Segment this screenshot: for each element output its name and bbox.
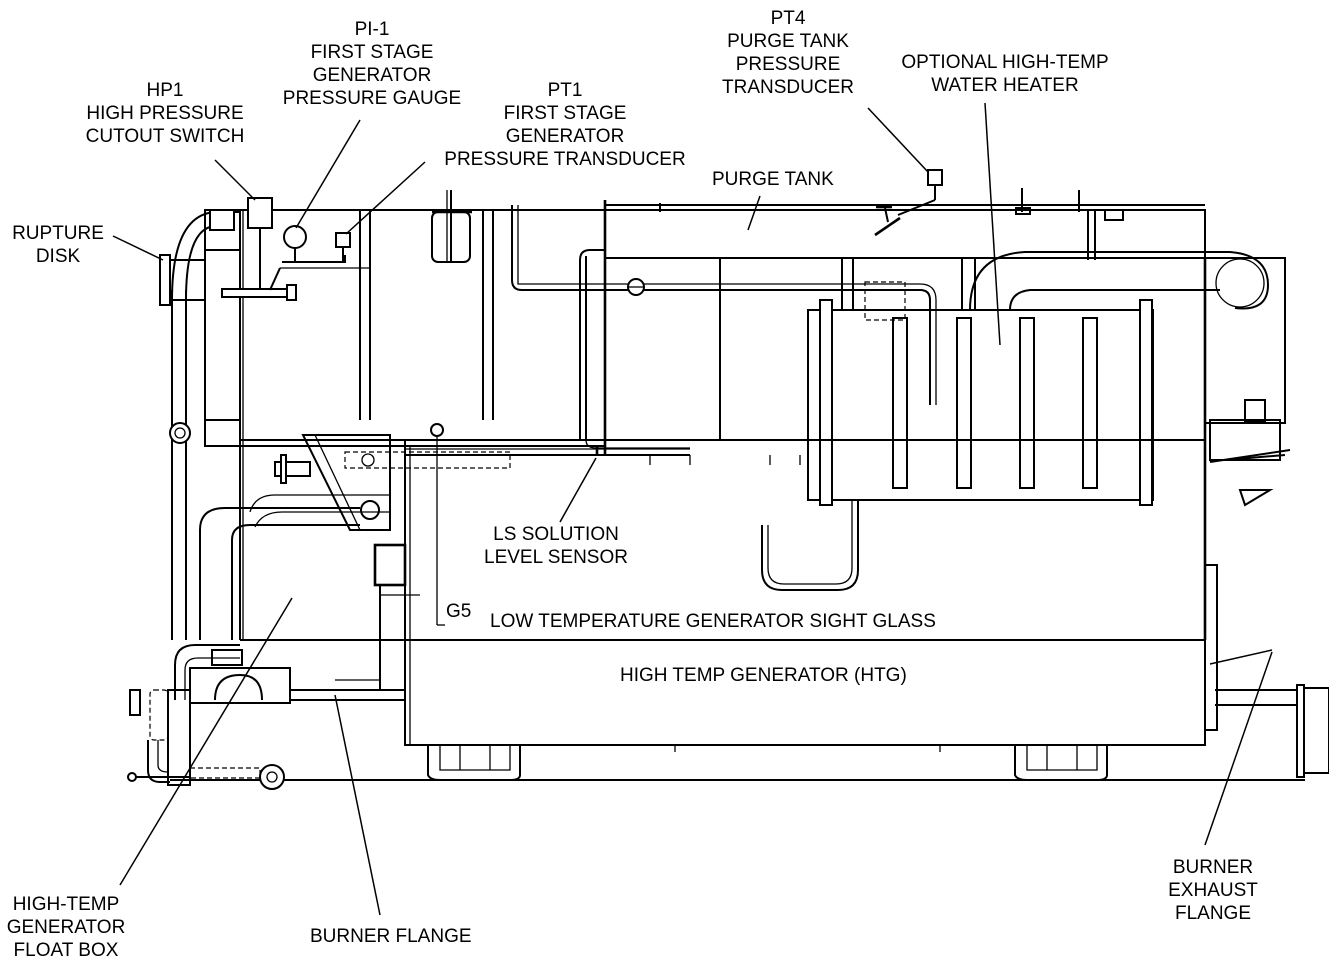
ls-sensor-label: LS SOLUTION LEVEL SENSOR bbox=[484, 524, 628, 568]
leader-lines bbox=[112, 102, 1273, 916]
purge-tank-label: PURGE TANK bbox=[712, 169, 834, 190]
htg-label: HIGH TEMP GENERATOR (HTG) bbox=[620, 665, 907, 686]
g5-sight-glass-label: LOW TEMPERATURE GENERATOR SIGHT GLASS bbox=[490, 611, 936, 632]
hp1-label: HP1 HIGH PRESSURE CUTOUT SWITCH bbox=[85, 80, 245, 147]
exhaust-flange-label: BURNER EXHAUST FLANGE bbox=[1168, 857, 1258, 924]
rupture-disk-label: RUPTURE DISK bbox=[12, 223, 104, 267]
g5-tag: G5 bbox=[446, 601, 472, 622]
pt1-label: PT1 FIRST STAGE GENERATOR PRESSURE TRANS… bbox=[444, 80, 686, 170]
water-heater bbox=[761, 251, 1270, 591]
base-rails bbox=[170, 639, 1329, 781]
pi1-label: PI-1 FIRST STAGE GENERATOR PRESSURE GAUG… bbox=[282, 19, 462, 109]
float-box-label: HIGH-TEMP GENERATOR FLOAT BOX bbox=[6, 894, 126, 961]
purge-piping bbox=[511, 205, 976, 449]
water-heater-label: OPTIONAL HIGH-TEMP WATER HEATER bbox=[901, 52, 1109, 96]
pt4-label: PT4 PURGE TANK PRESSURE TRANSDUCER bbox=[722, 8, 854, 98]
htg-body bbox=[373, 439, 1218, 781]
burner-flange-label: BURNER FLANGE bbox=[310, 926, 472, 947]
left-piping bbox=[127, 197, 391, 790]
purge-tank-shell bbox=[604, 169, 1206, 260]
